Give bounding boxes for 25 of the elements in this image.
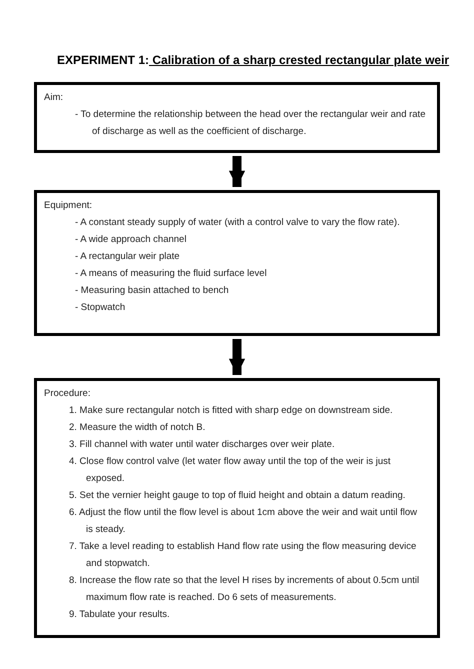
- list-item: - A wide approach channel: [74, 233, 188, 247]
- list-item: 8. Increase the flow rate so that the level H rises by increments of about 0.5cm until maximum flow rate is reached. Do 6 sets of measurements.: [68, 574, 420, 605]
- list-item: 7. Take a level reading to establish Hand flow rate using the flow measuring device and stopwatch.: [68, 540, 418, 571]
- text-panel: [34, 82, 440, 153]
- list-item: 6. Adjust the flow until the flow level is about 1cm above the weir and wait until flow is steady.: [68, 506, 418, 537]
- section-heading: Aim:: [44, 91, 63, 105]
- list-item: 4. Close flow control valve (let water flow away until the top of the weir is just exposed.: [68, 455, 392, 486]
- title: EXPERIMENT 1: Calibration of a sharp crested rectangular plate weir: [57, 52, 450, 69]
- list-item: 9. Tabulate your results.: [68, 608, 171, 622]
- list-item: 5. Set the vernier height gauge to top of fluid height and obtain a datum reading.: [68, 489, 406, 503]
- text-panel: [34, 190, 440, 336]
- list-item: - To determine the relationship between the head over the rectangular weir and rate of discharge as well as the coefficient of discharge.: [74, 108, 426, 139]
- arrow: [228, 339, 246, 375]
- section-heading: Equipment:: [44, 199, 92, 213]
- section-heading: Procedure:: [44, 387, 90, 401]
- list-item: - A constant steady supply of water (with a control valve to vary the flow rate).: [74, 216, 401, 230]
- list-item: - Measuring basin attached to bench: [74, 284, 230, 298]
- list-item: 3. Fill channel with water until water discharges over weir plate.: [68, 438, 336, 452]
- list-item: - Stopwatch: [74, 301, 126, 315]
- list-item: 2. Measure the width of notch B.: [68, 421, 206, 435]
- list-item: - A rectangular weir plate: [74, 250, 181, 264]
- arrow: [228, 156, 246, 187]
- list-item: 1. Make sure rectangular notch is fitted with sharp edge on downstream side.: [68, 404, 394, 418]
- text-panel: [34, 378, 440, 638]
- list-item: - A means of measuring the fluid surface level: [74, 267, 268, 281]
